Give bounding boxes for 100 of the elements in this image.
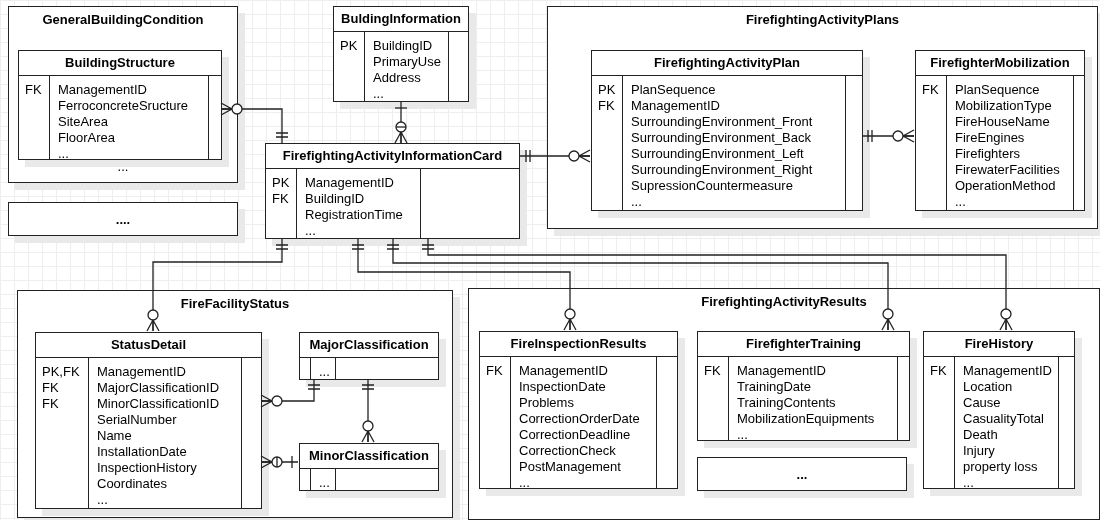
attribute-name: PlanSequence [631,82,716,98]
attribute-name: ... [305,223,316,239]
attribute-name: Problems [519,395,574,411]
attribute-name: TrainingDate [737,379,811,395]
attribute-name: MobilizationEquipments [737,411,875,427]
attribute-name: SurroundingEnvironment_Back [631,130,811,146]
attribute-name: Firefighters [955,146,1021,162]
key-label: FK [704,363,721,379]
attribute-name: ... [319,475,330,491]
attribute-name: CasualityTotal [963,411,1044,427]
attribute-name: SupressionCountermeasure [631,178,793,194]
attribute-name: ... [631,194,642,210]
table-title: MajorClassification [308,336,430,354]
relationship-line [519,149,591,163]
ellipsis-text: ... [116,159,130,174]
attribute-name: FireEngines [955,130,1025,146]
key-label: FK [42,396,59,412]
attribute-name: Name [97,428,132,444]
attribute-name: ... [58,146,69,162]
attribute-name: Address [373,70,421,86]
attribute-name: ManagementID [519,363,608,379]
attribute-name: ManagementID [305,175,394,191]
key-label: PK [340,38,358,54]
attribute-name: RegistrationTime [305,207,403,223]
attribute-name: ... [97,492,108,508]
key-label: FK [42,380,59,396]
relationship-line [386,238,895,331]
table-title: .... [115,211,131,227]
attribute-name: ... [319,364,330,380]
attribute-name: PostManagement [519,459,621,475]
attribute-name: FerroconcreteSructure [58,98,189,114]
attribute-name: BuildingID [305,191,365,207]
attribute-name: ... [963,475,974,491]
key-label: FK [25,82,42,98]
group-title: GeneralBuildingCondition [41,12,205,27]
group-title: FireFacilityStatus [179,296,291,311]
key-label: FK [930,363,947,379]
attribute-name: PlanSequence [955,82,1040,98]
attribute-name: ManagementID [97,364,186,380]
attribute-name: ... [737,427,748,443]
attribute-name: OperationMethod [955,178,1056,194]
group-frame [468,288,1100,520]
attribute-name: CorrectionOrderDate [519,411,640,427]
attribute-name: SerialNumber [97,412,177,428]
table-title: FireHistory [963,335,1035,353]
table-title: FirefighterTraining [745,335,862,353]
key-label: PK,FK [42,364,80,380]
attribute-name: ... [373,86,384,102]
table-title: BuildingStructure [64,54,176,72]
attribute-name: Cause [963,395,1001,411]
attribute-name: ... [519,475,530,491]
attribute-name: SurroundingEnvironment_Right [631,162,813,178]
key-label: FK [922,82,939,98]
relationship-line [220,102,289,144]
table-title: FireInspectionResults [509,335,648,353]
key-label: FK [598,98,615,114]
attribute-name: ... [955,194,966,210]
relationship-line [421,238,1013,331]
attribute-name: ManagementID [58,82,147,98]
relationship-line [260,378,321,408]
table-title: FirefighterMobilization [929,54,1071,72]
relationship-line [260,455,299,469]
key-label: FK [272,191,289,207]
table-title: MinorClassification [308,447,430,465]
attribute-name: CorrectionCheck [519,443,616,459]
attribute-name: SiteArea [58,114,108,130]
table-title: FirefightingActivityInformationCard [281,147,504,165]
attribute-name: SurroundingEnvironment_Front [631,114,813,130]
attribute-name: InspectionHistory [97,460,197,476]
attribute-name: FloorArea [58,130,116,146]
attribute-name: ManagementID [737,363,826,379]
attribute-name: MajorClassificationID [97,380,220,396]
group-title: FirefightingActivityPlans [744,12,901,27]
table-title: BuldingInformation [340,10,462,28]
attribute-name: BuildingID [373,38,433,54]
group-title: FirefightingActivityResults [700,294,868,309]
attribute-name: PrimaryUse [373,54,441,70]
attribute-name: Death [963,427,998,443]
relationship-line [146,238,289,332]
attribute-name: InspectionDate [519,379,606,395]
attribute-name: MinorClassificationID [97,396,220,412]
attribute-name: Injury [963,443,995,459]
attribute-name: MobilizationType [955,98,1052,114]
attribute-name: TrainingContents [737,395,836,411]
table-title: ... [796,466,808,482]
attribute-name: ManagementID [631,98,720,114]
attribute-name: property loss [963,459,1038,475]
key-label: FK [486,363,503,379]
attribute-name: ManagementID [963,363,1052,379]
key-label: PK [272,175,290,191]
attribute-name: SurroundingEnvironment_Left [631,146,804,162]
relationship-line [394,101,408,144]
attribute-name: CorrectionDeadline [519,427,631,443]
key-label: PK [598,82,616,98]
relationship-line [361,378,375,443]
relationship-line [351,238,577,331]
relationship-line [861,129,915,143]
attribute-name: FirewaterFacilities [955,162,1060,178]
table-title: FirefightingActivityPlan [653,54,801,72]
table-title: StatusDetail [109,336,188,354]
